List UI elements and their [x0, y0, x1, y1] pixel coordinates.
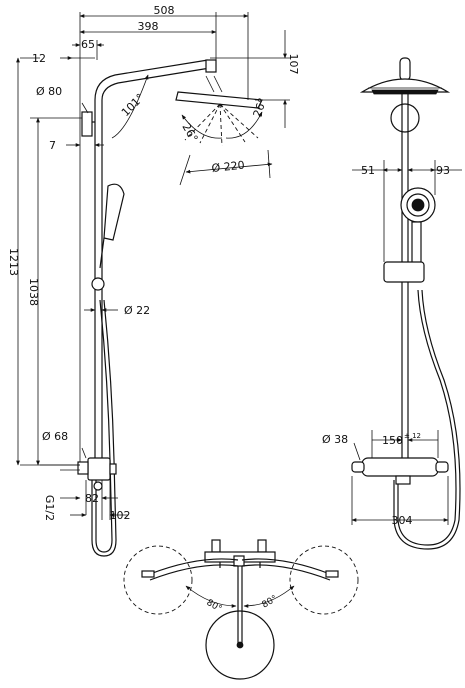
- dim-diameter-38: Ø 38: [322, 433, 348, 446]
- dim-93: 93: [436, 164, 450, 177]
- dim-508: 508: [154, 4, 175, 17]
- dim-7: 7: [49, 139, 56, 152]
- dim-diameter-80: Ø 80: [36, 85, 62, 98]
- dim-1038: 1038: [27, 278, 40, 306]
- plan-right-circle: [289, 545, 359, 615]
- dim-150-tolerance: ± 12: [404, 432, 421, 440]
- shower-hose: [91, 299, 117, 557]
- dim-angle-80-left: 80°: [205, 598, 224, 615]
- dim-82: 82: [85, 492, 99, 505]
- front-overhead-shower: [359, 57, 451, 133]
- front-view-dimensions: 51 93 Ø 38 150 ± 12 304: [322, 164, 450, 527]
- dim-angle-26-right: 26°: [251, 96, 270, 119]
- plan-left-circle: [123, 545, 193, 615]
- hand-shower: [99, 183, 125, 269]
- dim-angle-80-right: 80°: [261, 594, 280, 611]
- dim-12: 12: [32, 52, 46, 65]
- slider-knob: [91, 277, 105, 291]
- dim-angle-101: 101°: [119, 91, 147, 119]
- dim-65: 65: [81, 38, 95, 51]
- dim-thread: G1/2: [43, 495, 56, 521]
- riser-pipe: [94, 59, 217, 462]
- side-view: [16, 12, 290, 557]
- dim-1213: 1213: [7, 248, 20, 276]
- top-wall-bracket: [81, 111, 95, 137]
- side-view-dimensions: 508 398 65 12 107 Ø 80 101° 26° 26° Ø 22…: [7, 4, 300, 522]
- dim-diameter-220: Ø 220: [211, 159, 245, 175]
- front-shower-hose: [397, 289, 457, 546]
- dim-304: 304: [392, 514, 413, 527]
- front-view: [351, 57, 462, 550]
- plan-view: [123, 539, 359, 680]
- plan-head-circle: [205, 610, 275, 680]
- front-thermostat-mixer: [351, 457, 449, 485]
- dim-150: 150: [382, 434, 403, 447]
- front-hand-shower: [383, 187, 436, 283]
- dim-107: 107: [287, 54, 300, 75]
- thermostat-mixer: [77, 457, 117, 491]
- dim-diameter-68: Ø 68: [42, 430, 68, 443]
- dim-51: 51: [361, 164, 375, 177]
- dim-angle-26-left: 26°: [179, 121, 200, 144]
- dim-102: 102: [110, 509, 131, 522]
- dim-diameter-22: Ø 22: [124, 304, 150, 317]
- dim-398: 398: [138, 20, 159, 33]
